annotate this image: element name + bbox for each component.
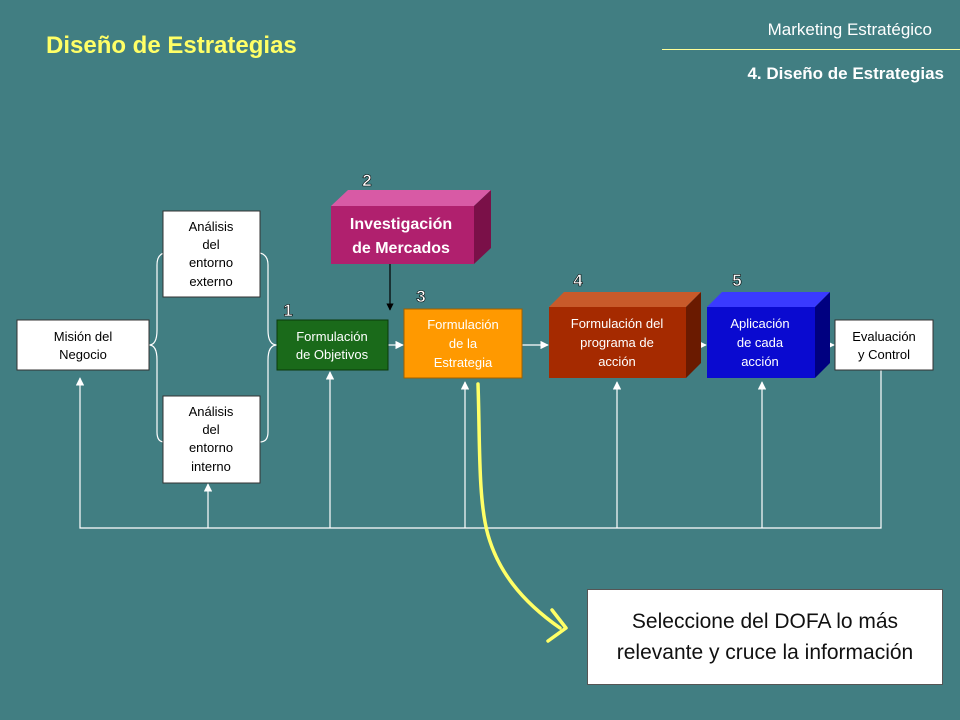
highlight-curve-arrowhead	[546, 608, 568, 643]
box-externo-line2: del	[202, 237, 219, 252]
feedback-loop	[75, 370, 882, 529]
box-interno-line3: entorno	[189, 440, 233, 455]
connector-mision-interno	[148, 344, 165, 443]
box-mision-negocio: Misión del Negocio	[16, 319, 150, 371]
header-brand: Marketing Estratégico	[767, 20, 932, 39]
box-objetivos-line2: de Objetivos	[296, 347, 369, 362]
callout-note: Seleccione del DOFA lo más relevante y c…	[587, 589, 943, 685]
box-evaluacion-line2: y Control	[858, 347, 910, 362]
box-investigacion-line2: de Mercados	[352, 240, 450, 257]
box-programa-line1: Formulación del	[571, 316, 664, 331]
box-estrategia-line2: de la	[449, 336, 478, 351]
box-analisis-interno: Análisis del entorno interno	[162, 395, 261, 484]
box-programa-line2: programa de	[580, 335, 654, 350]
box-objetivos-line1: Formulación	[296, 329, 368, 344]
box-interno-line2: del	[202, 422, 219, 437]
box-analisis-externo: Análisis del entorno externo	[162, 210, 261, 298]
box-formulacion-objetivos: Formulación de Objetivos	[276, 319, 389, 371]
box-programa-line3: acción	[598, 354, 636, 369]
step-number-1: 1	[283, 301, 292, 320]
box-aplicacion-accion: Aplicación de cada acción	[707, 292, 830, 378]
box-aplicacion-line2: de cada	[737, 335, 784, 350]
box-interno-line1: Análisis	[189, 404, 234, 419]
header-section-title: 4. Diseño de Estrategias	[747, 64, 944, 83]
box-externo-line3: entorno	[189, 255, 233, 270]
box-evaluacion-control: Evaluación y Control	[834, 319, 934, 371]
box-interno-line4: interno	[191, 459, 231, 474]
box-estrategia-line1: Formulación	[427, 317, 499, 332]
box-formulacion-estrategia: Formulación de la Estrategia	[403, 308, 523, 379]
box-mision-line2: Negocio	[59, 347, 107, 362]
box-aplicacion-line1: Aplicación	[730, 316, 789, 331]
box-aplicacion-line3: acción	[741, 354, 779, 369]
box-externo-line1: Análisis	[189, 219, 234, 234]
box-formulacion-programa: Formulación del programa de acción	[549, 292, 701, 378]
box-investigacion-line1: Investigación	[350, 216, 452, 233]
box-evaluacion-line1: Evaluación	[852, 329, 916, 344]
highlight-curve	[476, 382, 562, 630]
step-number-3: 3	[416, 287, 425, 306]
page-title: Diseño de Estrategias	[46, 32, 297, 59]
connector-mision-externo	[148, 252, 165, 346]
header-divider	[662, 49, 960, 50]
connector-externo-objetivos	[259, 252, 278, 346]
step-number-2: 2	[362, 171, 371, 190]
box-mision-line1: Misión del	[54, 329, 113, 344]
connector-interno-objetivos	[259, 344, 278, 443]
box-estrategia-line3: Estrategia	[434, 355, 493, 370]
box-externo-line4: externo	[189, 274, 232, 289]
box-investigacion-mercados: Investigación de Mercados	[331, 190, 491, 264]
step-number-5: 5	[732, 271, 741, 290]
step-number-4: 4	[573, 271, 583, 290]
